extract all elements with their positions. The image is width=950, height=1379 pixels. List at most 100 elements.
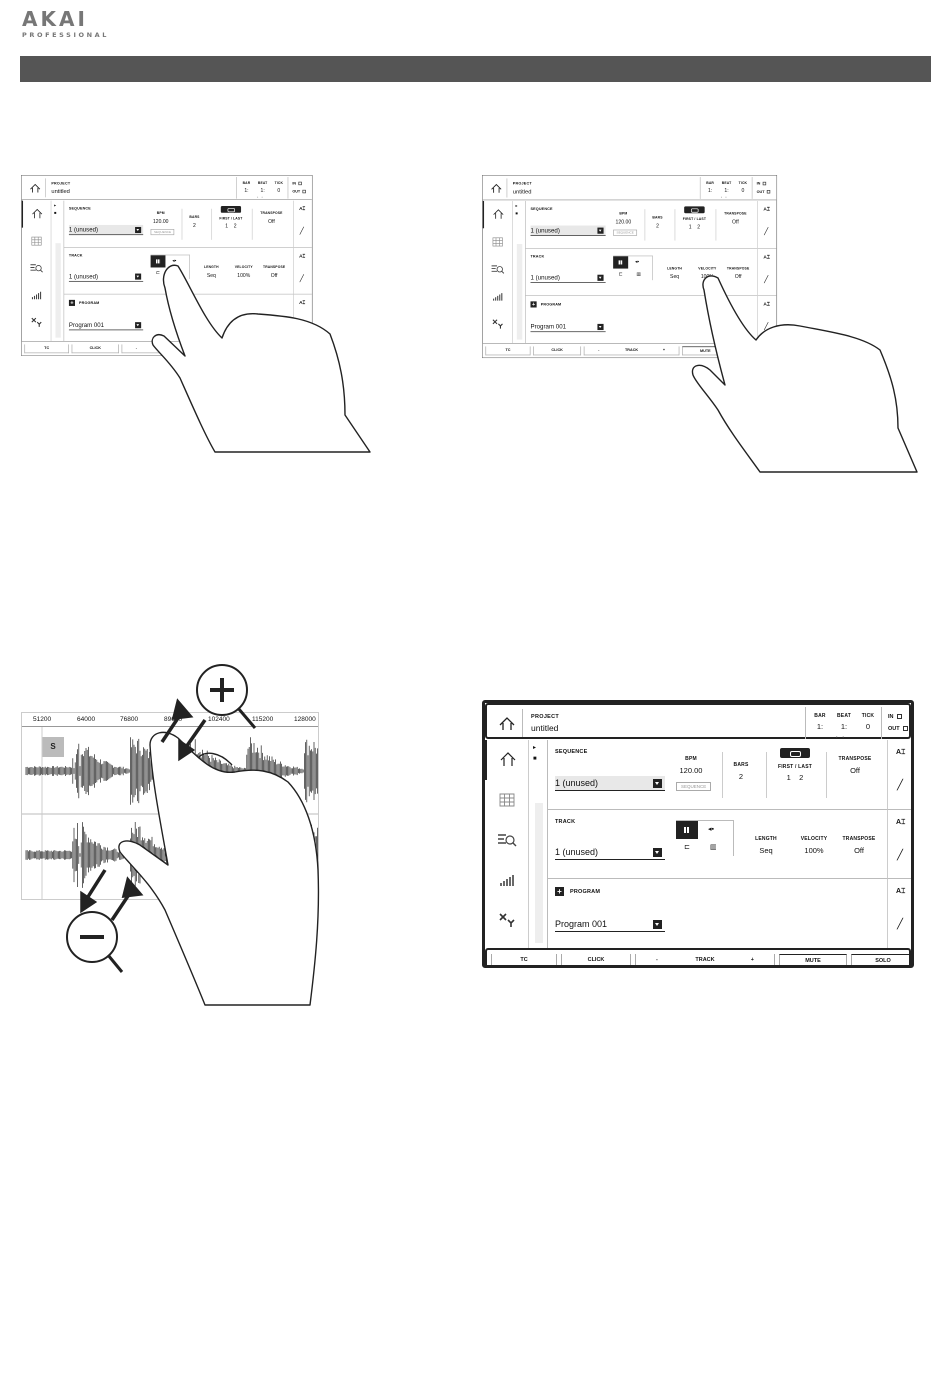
edit-pencil-icon[interactable]: ╱	[764, 276, 769, 284]
home-icon[interactable]	[485, 178, 508, 198]
plus-icon[interactable]: +	[555, 887, 564, 896]
rename-icon[interactable]: A⌶	[299, 253, 306, 259]
track-dropdown[interactable]: 1 (unused)	[530, 273, 606, 283]
play-icon[interactable]: ▸	[54, 204, 57, 209]
tc-button[interactable]: TC	[24, 344, 69, 354]
drum-program-icon[interactable]	[150, 255, 166, 268]
rename-icon[interactable]: A⌶	[896, 888, 906, 895]
scrollbar[interactable]	[55, 243, 61, 338]
out-checkbox[interactable]	[766, 190, 770, 194]
drum-program-icon[interactable]	[613, 256, 629, 269]
nav-grid-icon[interactable]	[485, 780, 529, 820]
audio-icon[interactable]: ◂▪	[172, 258, 177, 264]
click-button[interactable]: CLICK	[533, 346, 582, 356]
track-plus-button[interactable]: +	[199, 346, 202, 351]
in-toggle[interactable]: IN	[757, 182, 766, 186]
rename-icon[interactable]: A⌶	[763, 207, 770, 212]
solo-button[interactable]: SOLO	[267, 344, 311, 354]
out-toggle[interactable]: OUT	[292, 189, 306, 194]
in-checkbox[interactable]	[298, 181, 302, 186]
edit-pencil-icon[interactable]: ╱	[897, 780, 904, 791]
nav-home-icon[interactable]	[485, 740, 529, 780]
nav-home-icon[interactable]	[21, 200, 52, 228]
in-checkbox[interactable]	[762, 181, 766, 186]
out-checkbox[interactable]	[302, 189, 306, 194]
project-name[interactable]: untitled	[512, 187, 532, 195]
nav-mixer-icon[interactable]	[483, 283, 513, 310]
audio-icon[interactable]: ◂▪	[634, 259, 640, 265]
last-value[interactable]: 2	[233, 222, 237, 229]
track-minus-button[interactable]: -	[598, 348, 600, 353]
sequence-dropdown[interactable]: 1 (unused)	[530, 225, 606, 236]
nav-grid-icon[interactable]	[483, 228, 513, 255]
midi-icon[interactable]: ⊏	[156, 270, 160, 276]
scrollbar[interactable]	[535, 803, 543, 943]
nav-mixer-icon[interactable]	[485, 860, 529, 900]
program-dropdown[interactable]: Program 001	[555, 917, 665, 932]
nav-browser-icon[interactable]	[485, 820, 529, 860]
project-name[interactable]: untitled	[51, 187, 70, 195]
out-toggle[interactable]: OUT	[757, 190, 770, 194]
edit-pencil-icon[interactable]: ╱	[299, 321, 304, 329]
loop-field[interactable]: FIRST / LAST 1 2	[770, 748, 820, 782]
edit-pencil-icon[interactable]: ╱	[764, 228, 769, 236]
audio-icon[interactable]: ◂▪	[708, 826, 714, 833]
midi-icon[interactable]: ⊏	[618, 271, 623, 277]
loop-icon[interactable]	[684, 206, 705, 214]
tap-tempo-button[interactable]: SEQUENCE	[613, 229, 638, 236]
nav-grid-icon[interactable]	[22, 228, 52, 255]
out-toggle[interactable]: OUT	[888, 726, 908, 732]
last-value[interactable]: 2	[799, 773, 804, 782]
waveform-view[interactable]: 51200 64000 76800 89600 102400 115200 12…	[21, 712, 319, 900]
sequence-dropdown[interactable]: 1 (unused)	[68, 224, 144, 236]
nav-browser-icon[interactable]	[22, 255, 52, 282]
track-switch[interactable]: - TRACK +	[121, 344, 217, 354]
solo-button[interactable]: SOLO	[731, 346, 776, 356]
edit-pencil-icon[interactable]: ╱	[897, 919, 904, 930]
rename-icon[interactable]: A⌶	[299, 206, 306, 212]
stop-icon[interactable]: ■	[533, 756, 537, 762]
first-value[interactable]: 1	[225, 222, 229, 229]
nav-home-icon[interactable]	[482, 200, 513, 229]
program-dropdown[interactable]: Program 001	[68, 320, 144, 331]
loop-icon[interactable]	[220, 206, 242, 213]
plus-icon[interactable]: +	[530, 301, 537, 308]
play-icon[interactable]: ▸	[515, 204, 518, 209]
click-button[interactable]: CLICK	[71, 344, 119, 354]
tap-tempo-button[interactable]: SEQUENCE	[150, 229, 175, 236]
mute-button[interactable]: MUTE	[682, 346, 729, 356]
loop-field[interactable]: FIRST / LAST 1 2	[677, 206, 711, 230]
edit-pencil-icon[interactable]: ╱	[897, 850, 904, 861]
solo-button[interactable]: SOLO	[851, 954, 911, 965]
track-dropdown[interactable]: 1 (unused)	[555, 845, 665, 860]
keygroup-icon[interactable]: ▥	[710, 844, 717, 851]
program-dropdown[interactable]: Program 001	[530, 322, 606, 333]
first-value[interactable]: 1	[688, 223, 692, 230]
midi-icon[interactable]: ⊏	[684, 844, 690, 851]
track-minus-button[interactable]: -	[656, 957, 658, 963]
nav-xy-icon[interactable]	[22, 309, 52, 336]
rename-icon[interactable]: A⌶	[299, 300, 306, 306]
keygroup-icon[interactable]: ▥	[636, 271, 641, 277]
tap-tempo-button[interactable]: SEQUENCE	[676, 782, 712, 791]
home-icon[interactable]	[24, 178, 46, 198]
stop-icon[interactable]: ■	[54, 211, 57, 216]
tc-button[interactable]: TC	[485, 346, 531, 356]
loop-icon[interactable]	[780, 748, 810, 758]
keygroup-icon[interactable]: ▥	[173, 270, 179, 276]
